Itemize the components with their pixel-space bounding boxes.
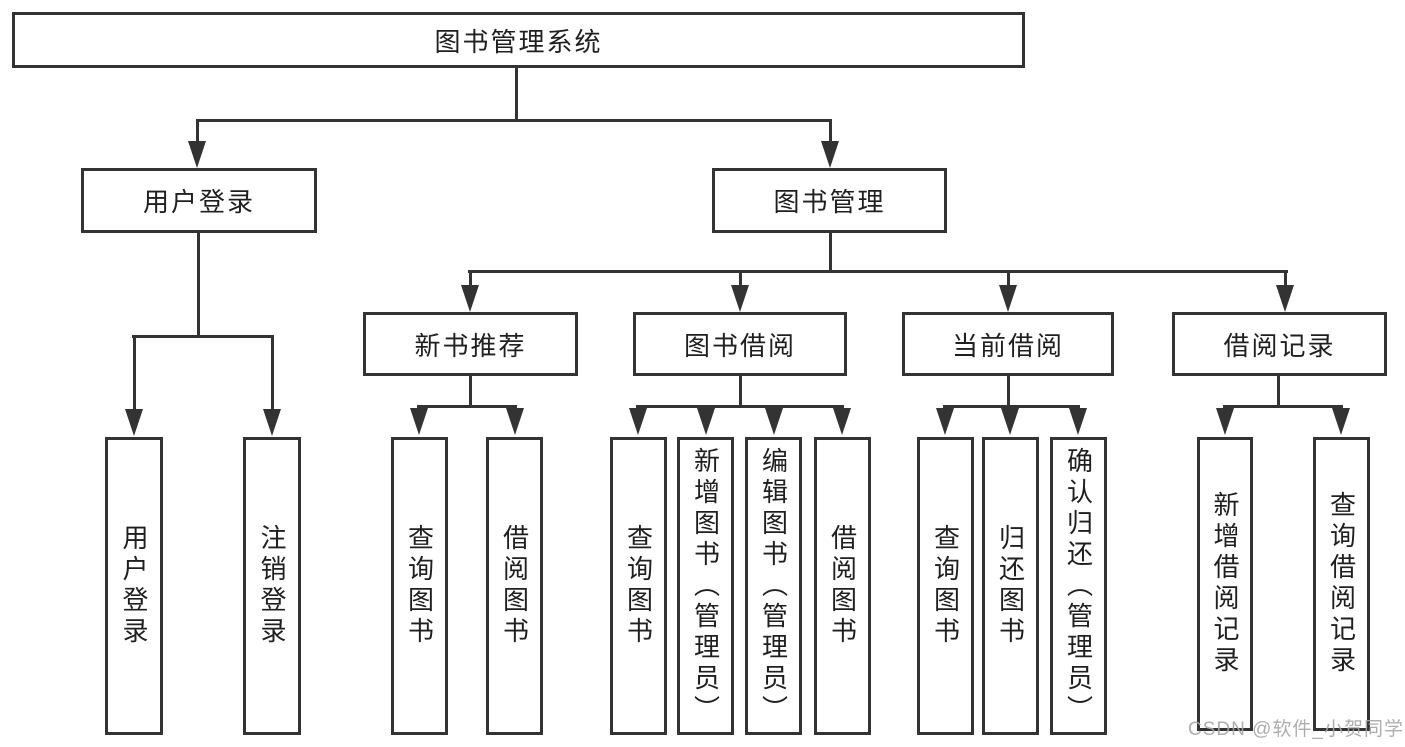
node-new-book-recommend: 新书推荐 [363, 312, 578, 376]
node-borrow-records: 借阅记录 [1172, 312, 1387, 376]
arrow-down-icon [263, 409, 281, 436]
node-book-management: 图书管理 [712, 168, 947, 233]
connector-line [132, 335, 274, 338]
arrow-down-icon [731, 285, 749, 312]
csdn-watermark: CSDN @软件_小贺同学 [1188, 719, 1404, 740]
arrow-down-icon [833, 408, 851, 435]
connector-line [468, 270, 1288, 273]
connector-line [829, 119, 832, 145]
connector-line [636, 405, 844, 408]
connector-line [1223, 405, 1343, 408]
arrow-down-icon [1001, 408, 1019, 435]
connector-line [1277, 376, 1280, 407]
arrow-down-icon [506, 408, 524, 435]
node-book-borrow: 图书借阅 [633, 312, 847, 376]
connector-line [1007, 376, 1010, 407]
node-user-login: 用户登录 [81, 168, 317, 233]
arrow-down-icon [1332, 408, 1350, 435]
arrow-down-icon [461, 285, 479, 312]
connector-line [417, 405, 517, 408]
leaf-records-add-record: 新增借阅记录 [1197, 437, 1253, 731]
connector-line [739, 270, 742, 289]
leaf-current-confirm-return-admin: 确认归还（管理员） [1050, 437, 1107, 735]
leaf-logout: 注销登录 [243, 437, 301, 735]
leaf-borrow-edit-book-admin: 编辑图书（管理员） [745, 437, 802, 735]
arrow-down-icon [188, 141, 206, 168]
leaf-borrow-add-book-admin: 新增图书（管理员） [677, 437, 734, 735]
connector-line [1284, 270, 1287, 289]
arrow-down-icon [765, 408, 783, 435]
connector-line [1007, 270, 1010, 289]
arrow-down-icon [936, 408, 954, 435]
connector-line [197, 233, 200, 338]
arrow-down-icon [1069, 408, 1087, 435]
connector-line [196, 119, 832, 122]
leaf-current-return-book: 归还图书 [982, 437, 1039, 735]
arrow-down-icon [1216, 408, 1234, 435]
connector-line [196, 119, 199, 145]
node-current-borrow: 当前借阅 [902, 312, 1114, 376]
arrow-down-icon [697, 408, 715, 435]
arrow-down-icon [629, 408, 647, 435]
leaf-recommend-query-book: 查询图书 [391, 437, 448, 735]
arrow-down-icon [410, 408, 428, 435]
connector-line [829, 233, 832, 273]
connector-line [515, 68, 518, 121]
connector-line [133, 335, 136, 413]
connector-line [469, 376, 472, 407]
arrow-down-icon [125, 409, 143, 436]
leaf-user-login: 用户登录 [105, 437, 163, 735]
connector-line [469, 270, 472, 289]
connector-line [271, 335, 274, 413]
arrow-down-icon [821, 141, 839, 168]
leaf-borrow-borrow-book: 借阅图书 [814, 437, 871, 735]
leaf-current-query-book: 查询图书 [917, 437, 974, 735]
connector-line [943, 405, 1080, 408]
arrow-down-icon [999, 285, 1017, 312]
leaf-records-query-record: 查询借阅记录 [1313, 437, 1370, 731]
leaf-borrow-query-book: 查询图书 [610, 437, 667, 735]
arrow-down-icon [1276, 285, 1294, 312]
connector-line [739, 376, 742, 407]
leaf-recommend-borrow-book: 借阅图书 [486, 437, 543, 735]
node-root-library-system: 图书管理系统 [12, 12, 1025, 68]
